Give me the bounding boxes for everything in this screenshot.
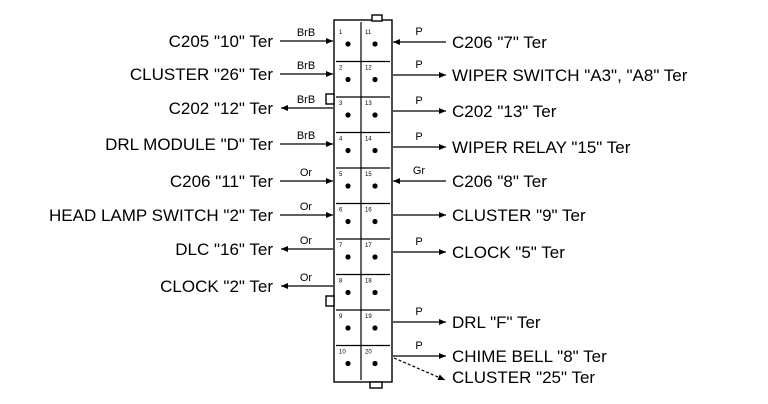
wire-color-label: P — [415, 236, 422, 248]
pin-dot — [372, 289, 378, 296]
pin-number: 12 — [365, 66, 372, 72]
pin-dot — [345, 360, 351, 367]
pin-dot — [372, 112, 378, 118]
wire-color-label: Or — [300, 235, 313, 247]
pin-dot — [372, 254, 378, 260]
right-connection-label: CLUSTER "9" Ter — [452, 206, 586, 225]
pin-dot — [372, 183, 378, 189]
pin-dot — [345, 41, 351, 47]
right-connection-label: C206 "7" Ter — [452, 33, 547, 52]
left-connection-label: C206 "11" Ter — [170, 172, 273, 191]
pin-dot — [345, 325, 351, 331]
wire-color-label: BrB — [297, 94, 315, 106]
pin-number: 20 — [365, 350, 372, 356]
pin-number: 7 — [339, 243, 343, 249]
pin-number: 6 — [339, 208, 343, 214]
wire-color-label: P — [415, 26, 422, 38]
right-connection-label: C202 "13" Ter — [452, 102, 557, 121]
right-connection-label: C206 "8" Ter — [452, 172, 547, 191]
left-connection-label: C202 "12" Ter — [169, 99, 274, 118]
pin-number: 1 — [339, 30, 343, 36]
left-connection-label: HEAD LAMP SWITCH "2" Ter — [49, 206, 273, 225]
pin-dot — [345, 147, 351, 154]
pin-dot — [372, 325, 378, 331]
wire-color-label: P — [415, 59, 422, 71]
pin-number: 11 — [365, 30, 372, 36]
wire-color-label: BrB — [297, 27, 315, 39]
left-connection-label: CLUSTER "26" Ter — [130, 65, 273, 84]
pin-number: 8 — [339, 279, 343, 285]
wire-color-label: Or — [300, 201, 313, 213]
pin-number: 13 — [365, 101, 372, 107]
wire-color-label: P — [415, 306, 422, 318]
wire-arrow — [393, 357, 446, 381]
left-connection-label: CLOCK "2" Ter — [160, 277, 273, 296]
pin-number: 17 — [365, 243, 372, 249]
pin-dot — [345, 112, 351, 118]
right-connection-label: DRL "F" Ter — [452, 313, 541, 332]
wire-color-label: BrB — [297, 60, 315, 72]
pin-number: 15 — [365, 172, 372, 178]
pin-number: 2 — [339, 66, 343, 72]
right-connection-label: WIPER RELAY "15" Ter — [452, 138, 631, 157]
left-connection-label: C205 "10" Ter — [169, 32, 274, 51]
pin-dot — [345, 254, 351, 260]
left-connection-label: DRL MODULE "D" Ter — [105, 135, 273, 154]
pin-dot — [372, 76, 378, 83]
right-connection-label: CHIME BELL "8" Ter — [452, 347, 607, 366]
pin-number: 19 — [365, 314, 372, 320]
pin-number: 16 — [365, 208, 372, 214]
wire-color-label: Gr — [413, 165, 426, 177]
pin-number: 5 — [339, 172, 343, 178]
pin-number: 9 — [339, 314, 343, 320]
pin-dot — [345, 76, 351, 83]
pin-number: 10 — [339, 350, 346, 356]
wire-color-label: P — [415, 340, 422, 352]
left-connection-label: DLC "16" Ter — [175, 240, 273, 259]
pin-dot — [372, 41, 378, 47]
pin-number: 3 — [339, 101, 343, 107]
wire-color-label: P — [415, 131, 422, 143]
wire-color-label: BrB — [297, 130, 315, 142]
right-connection-label: WIPER SWITCH "A3", "A8" Ter — [452, 66, 688, 85]
pin-dot — [372, 360, 378, 367]
wire-color-label: Or — [300, 272, 313, 284]
pin-dot — [345, 183, 351, 189]
right-connection-label: CLOCK "5" Ter — [452, 243, 565, 262]
wire-color-label: Or — [300, 167, 313, 179]
pin-dot — [372, 218, 378, 225]
pin-number: 4 — [339, 137, 343, 143]
pin-number: 14 — [365, 137, 372, 143]
pin-dot — [345, 218, 351, 225]
pin-dot — [345, 289, 351, 296]
pin-number: 18 — [365, 279, 372, 285]
right-connection-label: CLUSTER "25" Ter — [452, 368, 595, 387]
pin-dot — [372, 147, 378, 154]
wire-color-label: P — [415, 95, 422, 107]
